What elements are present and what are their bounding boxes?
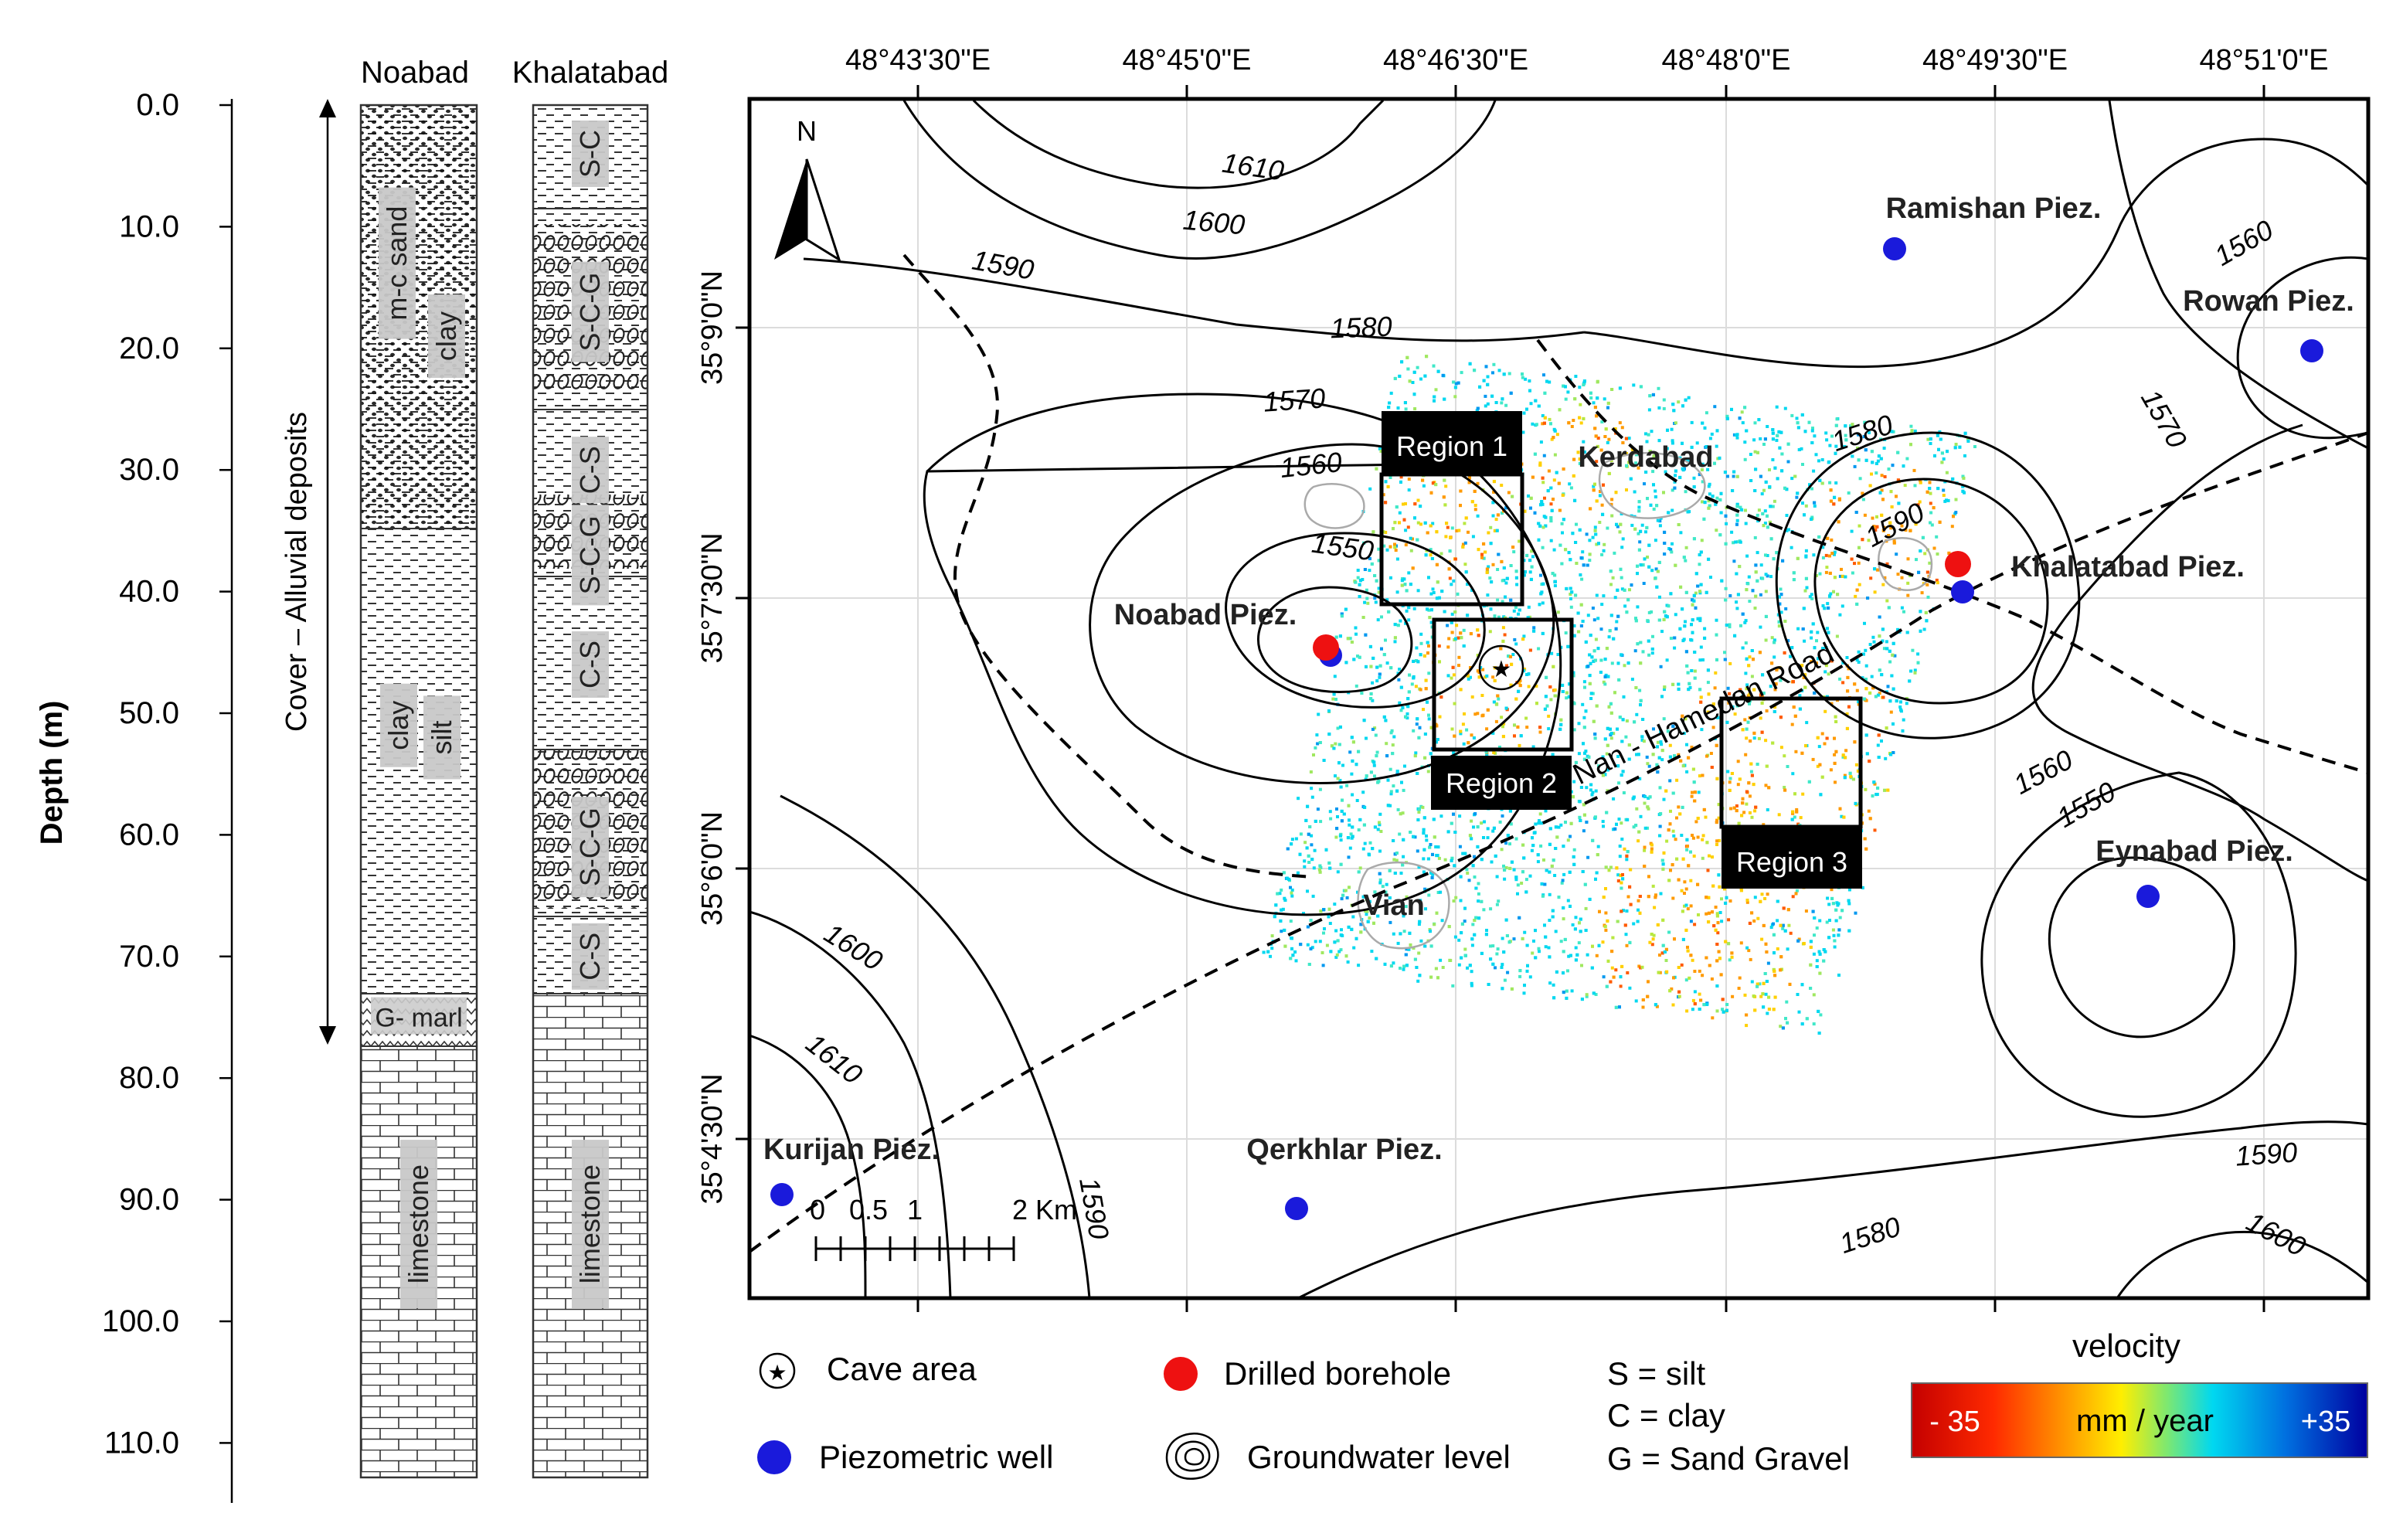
lithology-label: limestone xyxy=(400,1140,437,1309)
borehole-title-noabad: Noabad xyxy=(361,56,469,90)
lithology-label: silt xyxy=(423,695,461,780)
region-2-box xyxy=(1432,617,1574,752)
well-label-eynabad: Eynabad Piez. xyxy=(2095,835,2293,868)
map-panel: Region 1 Region 2 Region 3 ★ xyxy=(696,44,2371,1312)
cave-marker: ★ xyxy=(1478,644,1524,691)
svg-text:C-S: C-S xyxy=(574,446,606,494)
borehole-noabad xyxy=(1313,634,1339,661)
well-label-noabad: Noabad Piez. xyxy=(1114,599,1297,631)
region-boxes: Region 1 Region 2 Region 3 xyxy=(1379,411,1863,889)
lithology-label: S-C xyxy=(572,120,609,187)
place-kerdabad: Kerdabad xyxy=(1578,441,1713,474)
well-eynabad xyxy=(2136,885,2160,908)
village-outline-vian xyxy=(1357,861,1450,950)
well-qerkhlar xyxy=(1285,1197,1308,1220)
village-outline-khalatabad xyxy=(1878,537,1933,591)
well-labels: Ramishan Piez. Rowan Piez. Khalatabad Pi… xyxy=(763,192,2354,1166)
svg-text:S-C-G: S-C-G xyxy=(574,273,606,352)
longitude-labels: 48°43'30"E 48°45'0"E 48°46'30"E 48°48'0"… xyxy=(845,44,2329,76)
depth-tick-label: 80.0 xyxy=(119,1061,179,1095)
well-label-kurijan: Kurijan Piez. xyxy=(763,1134,940,1166)
svg-text:C-S: C-S xyxy=(574,641,606,688)
svg-text:m-c sand: m-c sand xyxy=(381,206,413,321)
region-1-label-box xyxy=(1382,411,1522,474)
borehole-title-khalatabad: Khalatabad xyxy=(512,56,668,90)
lithology-label: clay xyxy=(380,683,417,767)
svg-text:S-C-G: S-C-G xyxy=(574,807,606,886)
well-label-rowan: Rowan Piez. xyxy=(2183,285,2354,318)
velocity-colorbar: velocity - 35 mm / year +35 xyxy=(1911,1328,2368,1458)
place-vian: Vian xyxy=(1363,889,1425,922)
svg-text:clay: clay xyxy=(382,701,414,750)
lithology-label: S-C-G xyxy=(572,797,609,898)
lithology-label: m-c sand xyxy=(379,187,416,339)
latitude-labels: 35°9'0"N 35°7'30"N 35°6'0"N 35°4'30"N xyxy=(696,270,729,1204)
region-1-label: Region 1 xyxy=(1396,430,1507,462)
svg-text:limestone: limestone xyxy=(403,1164,434,1283)
well-rowan xyxy=(2300,339,2323,362)
depth-tick-label: 90.0 xyxy=(119,1183,179,1217)
scale-bar: 0 0.5 1 2 Km xyxy=(810,1194,1077,1261)
depth-tick-label: 20.0 xyxy=(119,331,179,365)
village-outline-kerdabad xyxy=(1598,451,1706,519)
north-label: N xyxy=(797,115,817,147)
region-3-label-box xyxy=(1722,827,1862,889)
region-3-label: Region 3 xyxy=(1736,846,1847,878)
svg-text:silt: silt xyxy=(426,720,457,754)
well-khalatabad xyxy=(1951,580,1974,603)
road-line xyxy=(749,431,2368,1253)
legend: ★ Cave area Drilled borehole Piezometric… xyxy=(757,1328,2368,1480)
north-arrow-icon: N xyxy=(774,115,841,263)
well-label-ramishan: Ramishan Piez. xyxy=(1886,192,2102,225)
lithology-label: C-S xyxy=(572,631,609,699)
well-ramishan xyxy=(1883,237,1906,260)
borehole-column-noabad: Noabad m-c sand clay clay silt G- marl limest… xyxy=(359,56,478,1479)
lithology-label: S-C-G xyxy=(572,261,609,362)
depth-tick-label: 100.0 xyxy=(102,1304,179,1338)
borehole-column-khalatabad: Khalatabad S-C S-C-G C-S S-C-G C-S S-C-G C-S li… xyxy=(512,56,668,1479)
cover-label: Cover – Alluvial deposits xyxy=(280,412,313,732)
region-2-label-box xyxy=(1431,756,1572,810)
lithology-label: S-C-G xyxy=(572,505,609,606)
depth-tick-label: 60.0 xyxy=(119,818,179,852)
depth-tick-label: 40.0 xyxy=(119,575,179,609)
legend-cave: ★ Cave area xyxy=(759,1351,977,1389)
svg-text:G- marl: G- marl xyxy=(375,1004,462,1033)
depth-tick-label: 30.0 xyxy=(119,453,179,487)
depth-tick-label: 50.0 xyxy=(119,696,179,730)
velocity-scatter xyxy=(1262,355,1976,1035)
lithology-label: limestone xyxy=(572,1140,609,1309)
depth-tick-label: 110.0 xyxy=(104,1426,179,1460)
lithology-label: clay xyxy=(428,294,465,379)
depth-tick-label: 0.0 xyxy=(136,88,179,122)
svg-text:clay: clay xyxy=(430,311,462,361)
well-label-khalatabad: Khalatabad Piez. xyxy=(2011,551,2245,583)
lithology-label: C-S xyxy=(572,437,609,504)
legend-well: Piezometric well xyxy=(757,1439,1053,1475)
depth-axis: 0.0 10.0 20.0 30.0 40.0 50.0 60.0 70.0 80.0 90.0 1… xyxy=(35,88,233,1503)
region-2-label: Region 2 xyxy=(1446,767,1557,799)
svg-text:S-C: S-C xyxy=(574,130,606,178)
lithology-label: C-S xyxy=(572,923,609,990)
well-label-qerkhlar: Qerkhlar Piez. xyxy=(1246,1134,1442,1166)
borehole-khalatabad xyxy=(1945,551,1971,577)
lithology-label: G- marl xyxy=(371,997,467,1035)
groundwater-contours xyxy=(749,99,2368,1298)
svg-text:C-S: C-S xyxy=(574,933,606,981)
svg-text:limestone: limestone xyxy=(574,1164,606,1283)
well-kurijan xyxy=(770,1183,794,1206)
depth-tick-label: 10.0 xyxy=(119,209,179,243)
legend-abbreviations: S = silt C = clay G = Sand Gravel xyxy=(1607,1355,1850,1477)
depth-tick-label: 70.0 xyxy=(119,940,179,974)
map-frame xyxy=(747,97,2371,1300)
depth-axis-label: Depth (m) xyxy=(35,701,69,845)
cover-arrow: Cover – Alluvial deposits xyxy=(280,99,336,1045)
svg-text:S-C-G: S-C-G xyxy=(574,515,606,594)
village-outline-noabad xyxy=(1303,483,1365,529)
dashed-lines xyxy=(749,253,2368,1253)
wells xyxy=(770,237,2323,1220)
legend-groundwater: Groundwater level xyxy=(1165,1433,1511,1480)
legend-borehole: Drilled borehole xyxy=(1164,1355,1451,1392)
